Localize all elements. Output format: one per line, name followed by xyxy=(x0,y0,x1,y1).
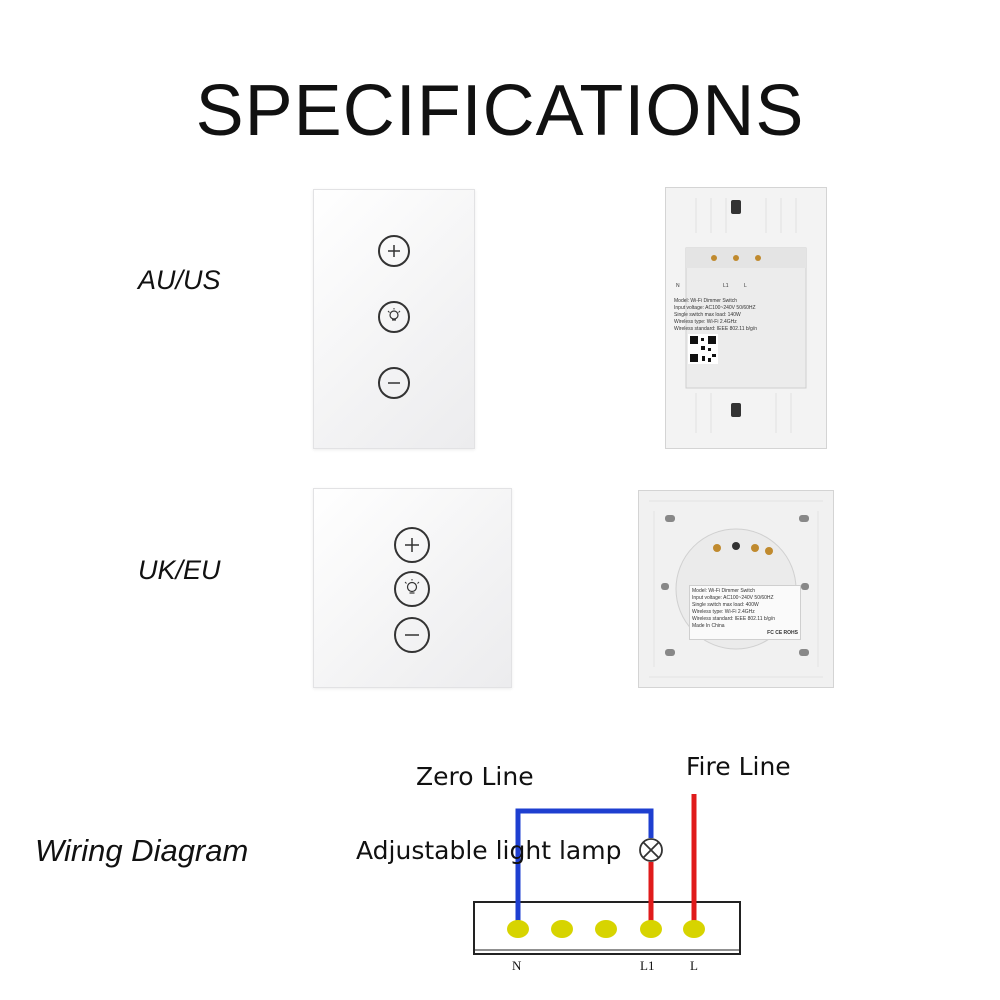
minus-icon xyxy=(388,382,400,384)
neutral-wire xyxy=(515,808,654,930)
zero-line-label: Zero Line xyxy=(416,762,534,791)
terminal-label-l1: L1 xyxy=(723,283,729,289)
minus-icon xyxy=(405,634,419,636)
terminal-n xyxy=(507,920,529,938)
back-panel-texture xyxy=(666,188,826,448)
plate-line: Wireless type: Wi-Fi 2.4GHz xyxy=(692,609,755,615)
terminal-label-n: N xyxy=(512,958,522,973)
qr-code-icon xyxy=(688,334,718,364)
terminal-l xyxy=(683,920,705,938)
lamp-label: Adjustable light lamp xyxy=(356,836,622,865)
terminal-blank-1 xyxy=(551,920,573,938)
uk-eu-back-panel: Model: Wi-Fi Dimmer Switch Input voltage… xyxy=(638,490,834,688)
bulb-icon xyxy=(404,579,420,594)
plate-line: Single switch max load: 400W xyxy=(692,602,759,608)
row-label-au-us: AU/US xyxy=(138,265,221,295)
terminal-blank-2 xyxy=(595,920,617,938)
plate-line: Made In China xyxy=(692,623,725,629)
row-label-uk-eu: UK/EU xyxy=(138,555,221,585)
bulb-button[interactable] xyxy=(394,571,430,607)
plate-line: Input voltage: AC100~240V 50/60HZ xyxy=(674,305,756,311)
plate-line: Input voltage: AC100~240V 50/60HZ xyxy=(692,595,774,601)
lamp-icon xyxy=(639,838,663,862)
page-title: SPECIFICATIONS xyxy=(195,71,805,151)
fire-line-label: Fire Line xyxy=(686,752,791,781)
terminal-label-l1: L1 xyxy=(640,958,655,973)
au-us-back-panel: N L1 L Model: Wi-Fi Dimmer Switch Input … xyxy=(665,187,827,449)
minus-button[interactable] xyxy=(378,367,410,399)
terminal-l1 xyxy=(640,920,662,938)
wiring-diagram-label: Wiring Diagram xyxy=(35,833,249,868)
au-us-label-plate: Model: Wi-Fi Dimmer Switch Input voltage… xyxy=(674,298,792,333)
plate-line: Wireless standard: IEEE 802.11 b/g/n xyxy=(674,326,758,332)
plus-icon xyxy=(405,538,419,552)
plate-line: Model: Wi-Fi Dimmer Switch xyxy=(692,588,756,594)
terminal-label-n: N xyxy=(676,283,680,289)
plate-line: Wireless standard: IEEE 802.11 b/g/n xyxy=(692,616,776,622)
terminal-label-l: L xyxy=(690,958,698,973)
plus-button[interactable] xyxy=(378,235,410,267)
bulb-icon xyxy=(387,308,401,321)
plate-line: Wireless type: Wi-Fi 2.4GHz xyxy=(674,319,737,325)
uk-eu-front-panel xyxy=(313,488,512,688)
terminal-label-l: L xyxy=(744,283,747,289)
plate-line: Single switch max load: 140W xyxy=(674,312,741,318)
au-us-front-panel xyxy=(313,189,475,449)
plus-button[interactable] xyxy=(394,527,430,563)
minus-button[interactable] xyxy=(394,617,430,653)
certification-marks: FC CE ROHS xyxy=(767,630,798,636)
uk-eu-label-plate: Model: Wi-Fi Dimmer Switch Input voltage… xyxy=(689,585,801,640)
plate-line: Model: Wi-Fi Dimmer Switch xyxy=(674,298,738,304)
plus-icon xyxy=(388,245,400,257)
bulb-button[interactable] xyxy=(378,301,410,333)
